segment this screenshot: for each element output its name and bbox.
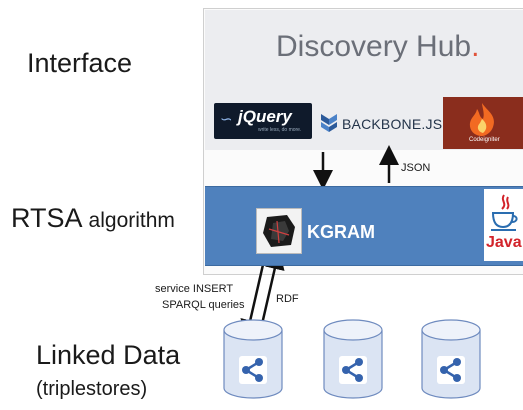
triplestore-cylinder [420,318,482,400]
linked-data-layer-label: Linked Data [36,340,181,370]
rdf-label: RDF [276,293,299,305]
discovery-hub-title: Discovery Hub. [276,30,479,64]
hub-title-text: Discovery Hub [276,30,472,63]
jquery-tagline: write less, do more. [258,127,302,133]
triplestores-label: (triplestores) [36,378,148,400]
kgram-label: KGRAM [307,222,375,242]
triplestore-cylinder [222,318,284,400]
triplestore-cylinder [322,318,384,400]
interface-layer-label: Interface [27,48,133,78]
jquery-swirl-icon: ∽ [220,111,233,128]
sparql-down-arrow [240,255,267,340]
java-cup-icon [491,194,518,231]
rtsa-sub-label: algorithm [88,209,175,232]
json-label: JSON [401,162,431,174]
sparql-queries-label: SPARQL queries [162,299,245,311]
rtsa-layer-label: RTSA algorithm [11,203,175,234]
jquery-logo-text: jQuery [238,107,292,126]
java-logo: Java [484,189,523,261]
hub-title-dot: . [471,30,480,63]
share-node-icon [440,358,461,382]
codeigniter-logo: Codeigniter [443,97,523,149]
backbone-icon [321,114,337,132]
jquery-logo: ∽ jQuery write less, do more. [214,103,312,139]
backbone-logo-text: BACKBONE.JS [342,116,443,132]
java-logo-text: Java [486,234,522,251]
codeigniter-caption: Codeigniter [469,137,500,143]
backbone-logo: BACKBONE.JS [320,110,443,138]
kgram-logo [256,208,302,254]
flame-icon [469,103,494,136]
share-node-icon [342,358,363,382]
kgram-graph-icon [263,215,295,247]
rtsa-main-label: RTSA [11,203,82,233]
share-node-icon [242,358,263,382]
service-insert-label: service INSERT [155,283,234,295]
